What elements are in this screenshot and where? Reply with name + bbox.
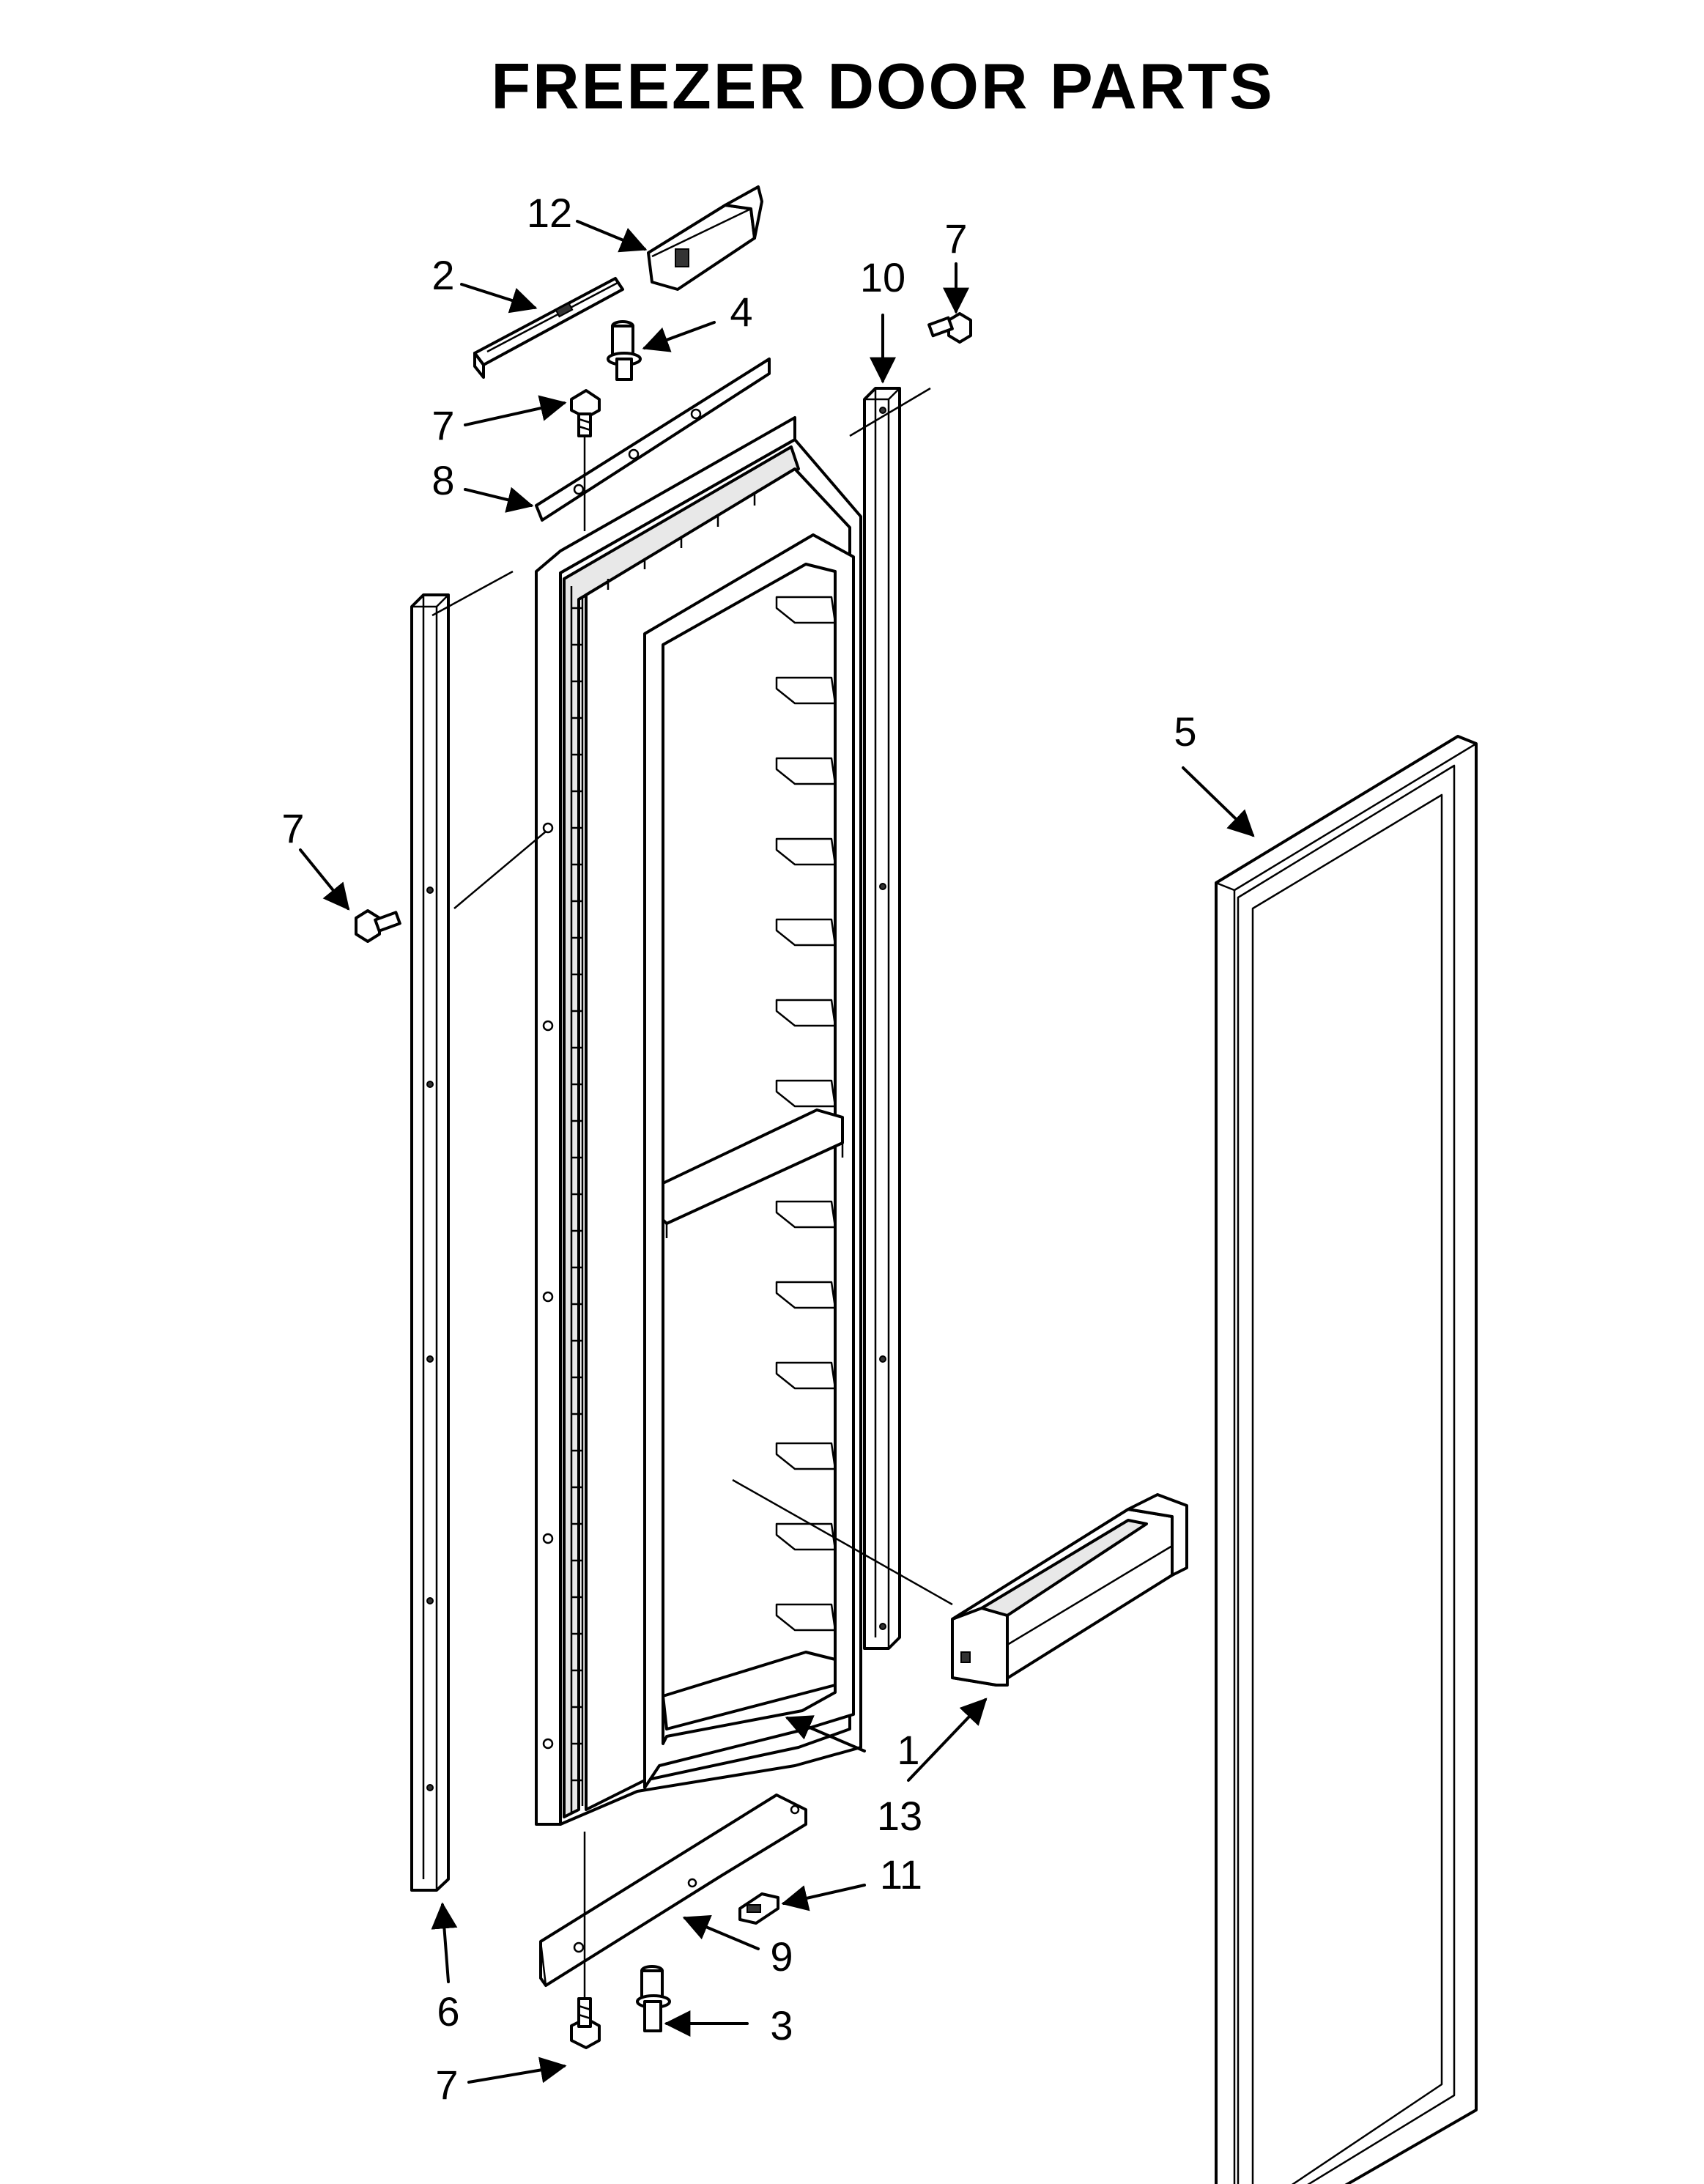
callout-5: 5 bbox=[1174, 708, 1196, 755]
part-9-bottom-bracket bbox=[539, 1794, 807, 1987]
part-4-hinge-pin bbox=[607, 320, 642, 381]
page-title: FREEZER DOOR PARTS bbox=[491, 50, 1274, 122]
part-7-screw-left bbox=[355, 909, 401, 943]
part-13-door-bin bbox=[951, 1493, 1188, 1687]
callout-13: 13 bbox=[877, 1793, 922, 1839]
assembly-lines bbox=[431, 387, 953, 2000]
part-10-right-trim bbox=[863, 387, 901, 1650]
part-12-hinge-cover bbox=[647, 185, 763, 291]
part-2-top-trim bbox=[473, 277, 624, 379]
callout-4: 4 bbox=[730, 289, 752, 335]
part-11-clip bbox=[738, 1892, 779, 1925]
part-1-door-liner bbox=[535, 416, 862, 1826]
part-3-hinge-pin bbox=[636, 1965, 671, 2032]
callout-labels: 12 2 4 7 8 10 7 5 7 1 13 11 9 3 6 7 bbox=[281, 190, 1196, 2108]
part-8-top-bracket bbox=[535, 358, 771, 522]
callout-2: 2 bbox=[431, 252, 454, 298]
callout-9: 9 bbox=[770, 1933, 793, 1980]
part-7-screw-top bbox=[570, 389, 601, 437]
callout-7-right: 7 bbox=[944, 215, 967, 262]
callout-7-left: 7 bbox=[281, 805, 304, 851]
callout-7-bottom: 7 bbox=[435, 2062, 458, 2108]
part-7-screw-bottom bbox=[570, 1997, 601, 2049]
callout-8: 8 bbox=[431, 457, 454, 503]
part-7-screw-right bbox=[927, 312, 972, 344]
callout-10: 10 bbox=[860, 254, 905, 300]
callout-12: 12 bbox=[527, 190, 572, 236]
callout-1: 1 bbox=[897, 1727, 919, 1773]
part-5-door-panel bbox=[1215, 735, 1478, 2184]
callout-6: 6 bbox=[437, 1988, 459, 2035]
callout-11: 11 bbox=[880, 1851, 922, 1898]
callout-3: 3 bbox=[770, 2002, 793, 2048]
leader-arrows bbox=[299, 220, 1255, 2084]
part-6-left-trim bbox=[410, 593, 450, 1892]
callout-7-top: 7 bbox=[431, 402, 454, 448]
